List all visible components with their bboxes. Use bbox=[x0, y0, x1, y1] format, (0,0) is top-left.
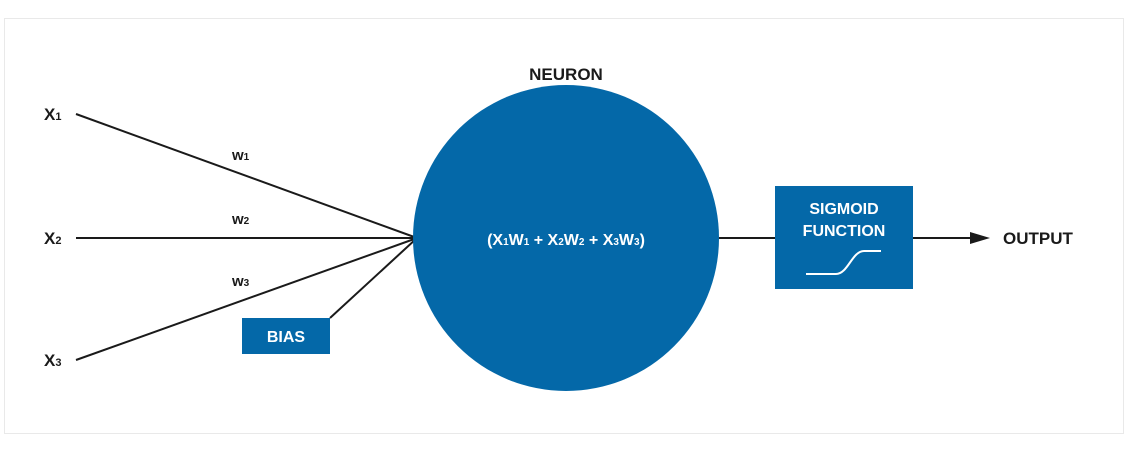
output-arrowhead-icon bbox=[970, 232, 990, 244]
bias-line bbox=[329, 237, 418, 319]
output-label: OUTPUT bbox=[1003, 229, 1074, 248]
input-line-1 bbox=[75, 113, 418, 239]
sigmoid-label-line1: SIGMOID bbox=[809, 201, 878, 218]
input-label-1: X1 bbox=[44, 105, 61, 124]
diagram-frame bbox=[4, 18, 1124, 434]
input-line-3 bbox=[75, 237, 418, 361]
bias-box bbox=[242, 318, 330, 354]
sigmoid-label-line2: FUNCTION bbox=[803, 223, 886, 240]
input-label-2: X2 bbox=[44, 229, 61, 248]
sigmoid-box bbox=[775, 186, 913, 289]
weight-label-2: w2 bbox=[231, 211, 250, 228]
bias-label: BIAS bbox=[267, 329, 306, 346]
neuron-formula: (X1W1 + X2W2 + X3W3) bbox=[487, 232, 645, 249]
weight-label-1: w1 bbox=[231, 147, 250, 164]
neuron-title: NEURON bbox=[529, 65, 603, 84]
weight-label-3: w3 bbox=[231, 273, 250, 290]
neuron-circle bbox=[413, 85, 719, 391]
sigmoid-curve-icon bbox=[806, 250, 881, 275]
input-label-3: X3 bbox=[44, 351, 61, 370]
